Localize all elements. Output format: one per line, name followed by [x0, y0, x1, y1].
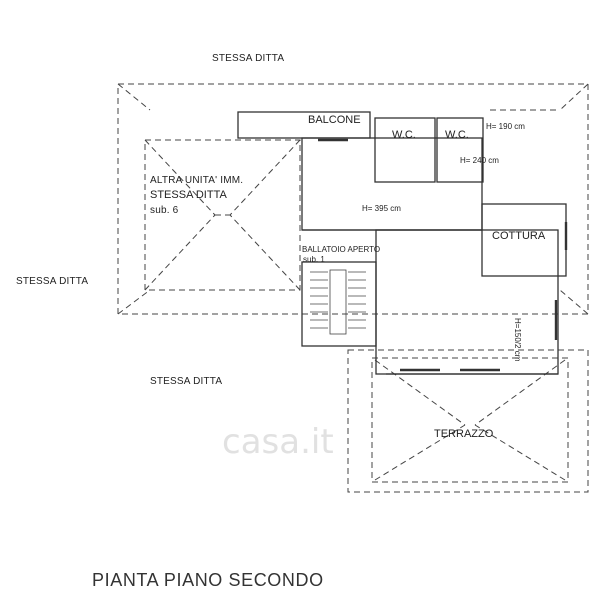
other-unit-line1: ALTRA UNITA' IMM.	[150, 175, 244, 186]
bottom-neighbor-label: STESSA DITTA	[150, 376, 223, 387]
other-unit-line2: STESSA DITTA	[150, 189, 227, 201]
balcone-label: BALCONE	[308, 114, 361, 126]
ballatoio-label: BALLATOIO APERTO	[302, 245, 381, 254]
wc-height-label: H= 190 cm	[486, 122, 525, 131]
terrazzo-label: TERRAZZO	[434, 428, 494, 440]
terrace-outline	[347, 349, 589, 493]
wc1-label: W.C.	[392, 129, 416, 141]
wc2-label: W.C.	[445, 129, 469, 141]
wc2-room	[436, 117, 484, 183]
main-height-label: H= 395 cm	[362, 204, 401, 213]
plan-title: PIANTA PIANO SECONDO	[92, 570, 324, 590]
ballatoio-sub-label: sub. 1	[303, 255, 325, 264]
wc2-height-label: H= 240 cm	[460, 156, 499, 165]
other-unit-line3: sub. 6	[150, 205, 179, 216]
watermark-text: casa.it	[222, 422, 334, 462]
wc1-room	[374, 117, 436, 183]
top-neighbor-label: STESSA DITTA	[212, 53, 285, 64]
left-neighbor-label: STESSA DITTA	[16, 276, 89, 287]
cottura-label: COTTURA	[492, 230, 546, 242]
right-height-label: H=150/2 cm	[513, 318, 522, 362]
roof-outline	[117, 83, 589, 315]
living-room	[375, 229, 559, 375]
main-room	[301, 137, 483, 231]
